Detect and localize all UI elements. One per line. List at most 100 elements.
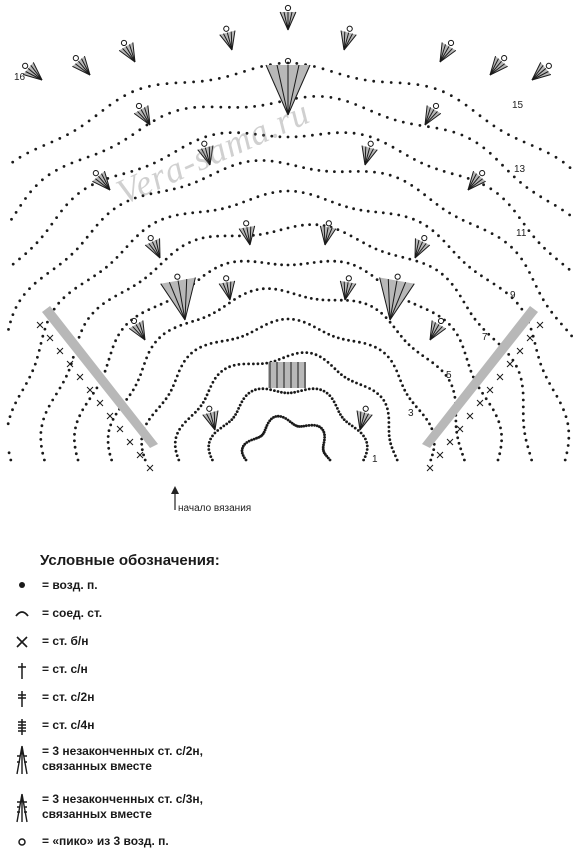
- fan-stitch: [72, 65, 91, 76]
- chain-dot: [401, 255, 405, 259]
- chain-dot: [28, 375, 32, 379]
- chain-dot: [62, 296, 66, 300]
- fan-stitch: [359, 412, 366, 431]
- chain-dot: [425, 417, 428, 421]
- chain-dot: [332, 400, 336, 404]
- chain-dot: [237, 407, 241, 410]
- chain-dot: [189, 141, 192, 145]
- chain-dot: [202, 316, 206, 319]
- chain-dot: [161, 217, 165, 221]
- fan-stitch: [214, 410, 219, 431]
- chain-dot: [46, 320, 49, 324]
- chain-dot: [401, 384, 404, 387]
- fan-stitch: [379, 277, 391, 321]
- fan-fill: [160, 277, 196, 320]
- fan-cluster: [439, 39, 457, 63]
- fan-cluster: [22, 62, 43, 81]
- chain-dot: [94, 152, 98, 156]
- chain-dot: [498, 452, 502, 456]
- chain-dot: [255, 436, 258, 440]
- chain-dot: [120, 328, 124, 331]
- chain-dot: [303, 95, 307, 99]
- fan-cluster: [133, 102, 151, 126]
- fan-stitch: [246, 227, 251, 246]
- fan-stitch: [78, 60, 91, 76]
- chain-dot: [362, 434, 365, 438]
- fan-cluster: [202, 405, 219, 431]
- chain-dot: [292, 292, 296, 296]
- fan-stitch: [439, 44, 447, 63]
- chain-dot: [128, 393, 132, 397]
- chain-dot: [202, 105, 205, 109]
- chain-dot: [35, 241, 39, 245]
- chain-dot: [169, 388, 173, 392]
- chain-dot: [228, 420, 231, 424]
- chain-dot: [555, 394, 559, 398]
- fan-stitch: [389, 280, 398, 321]
- chain-dot: [108, 103, 112, 107]
- chain-dot: [126, 199, 130, 203]
- chain-dot: [317, 169, 321, 172]
- chain-dot: [159, 302, 163, 306]
- chain-dot: [60, 209, 63, 213]
- row-number: 3: [408, 408, 414, 419]
- chain-dot: [265, 424, 269, 427]
- chain-dot: [373, 170, 376, 174]
- chain-dot: [106, 435, 110, 438]
- chain-dot: [195, 180, 198, 184]
- chain-dot: [176, 109, 180, 112]
- chain-dot: [151, 413, 155, 417]
- fan-cluster: [128, 317, 146, 341]
- fan-stitch: [168, 281, 186, 321]
- chain-dot: [85, 235, 89, 239]
- chain-dot: [221, 207, 224, 211]
- chain-dot: [337, 410, 341, 413]
- legend-item-text: = ст. б/н: [42, 634, 89, 648]
- chain-dot: [19, 204, 23, 207]
- legend-item-dc: = ст. с/н: [14, 662, 554, 692]
- chain-dot: [452, 250, 456, 254]
- chain-dot: [261, 103, 265, 107]
- chain-dot: [491, 408, 495, 412]
- fan-stitch: [424, 107, 432, 126]
- chain-dot: [463, 351, 467, 355]
- chain-dot: [326, 259, 330, 263]
- chain-dot: [330, 364, 333, 367]
- legend-item-text: = соед. ст.: [42, 606, 103, 620]
- chain-dot: [336, 407, 339, 410]
- chain-dot: [242, 397, 246, 400]
- chain-dot: [499, 445, 503, 449]
- chain-dot: [532, 235, 536, 239]
- chain-dot: [207, 389, 211, 393]
- chain-dot: [566, 444, 570, 447]
- chain-dot: [241, 447, 244, 450]
- chain-dot: [301, 191, 305, 195]
- fan-stitch: [204, 147, 211, 166]
- chain-dot: [75, 420, 79, 424]
- legend-item-text: = возд. п.: [42, 578, 98, 592]
- chain-dot: [344, 131, 348, 135]
- chain-dot: [242, 362, 246, 366]
- chain-dot: [325, 454, 329, 458]
- fan-stitch: [223, 33, 233, 51]
- chain-dot: [269, 388, 272, 392]
- fan-stitch: [184, 279, 188, 321]
- chain-dot: [561, 208, 564, 212]
- chain-dot: [144, 276, 148, 280]
- chain-dot: [286, 226, 290, 230]
- fan-stitch: [429, 324, 440, 341]
- chain-dot: [122, 172, 126, 176]
- fan-stitch: [132, 42, 136, 63]
- cross-icon: [506, 360, 514, 368]
- chain-dot: [18, 299, 22, 303]
- chain-dot: [68, 291, 71, 295]
- fan-stitch: [429, 322, 437, 341]
- fan-stitch: [160, 283, 186, 321]
- fan-stitch: [343, 34, 357, 51]
- cluster-3-icon: [16, 793, 28, 823]
- chain-dot: [407, 82, 411, 85]
- picot-icon: [206, 405, 213, 412]
- chain-dot: [194, 238, 198, 242]
- chain-dot: [220, 263, 224, 267]
